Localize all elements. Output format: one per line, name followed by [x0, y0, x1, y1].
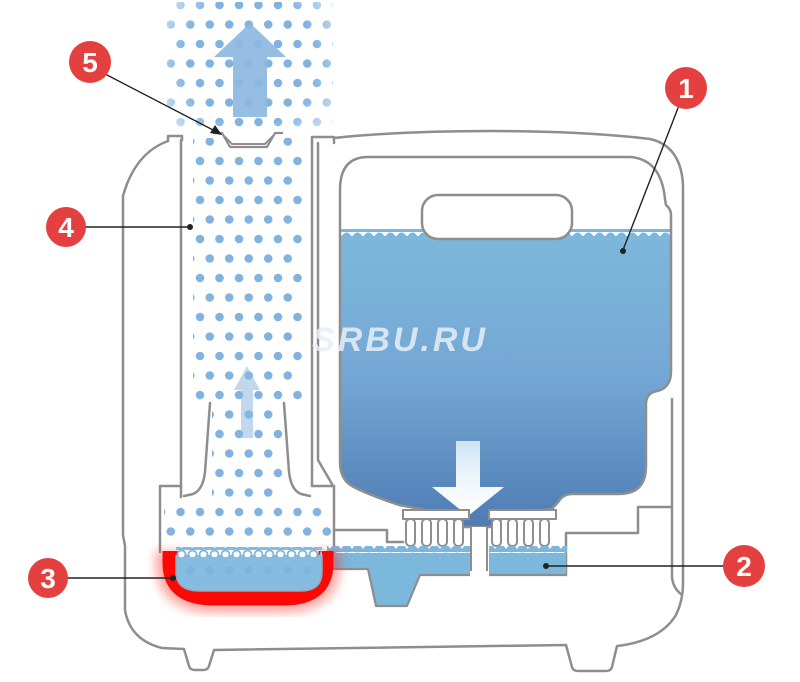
- callout-4: 4: [46, 207, 193, 247]
- callout-3-badge: [28, 558, 68, 598]
- valve-rib: [507, 518, 518, 547]
- callout-1-number: 1: [678, 73, 694, 104]
- steam-column: [164, 138, 332, 546]
- valve-rib: [421, 518, 432, 547]
- valve-stem-gap: [471, 527, 487, 571]
- callout-3: 3: [28, 558, 176, 598]
- heating-basin: [155, 547, 341, 613]
- mist-outlet-inner-line: [223, 135, 274, 145]
- valve-stem-walls: [470, 527, 488, 571]
- steam-up-arrow: [214, 23, 286, 117]
- tank-handle: [420, 193, 574, 241]
- valve-rib: [523, 518, 534, 547]
- mist-outlet-body: [213, 132, 283, 150]
- riser-right-wall: [282, 401, 312, 498]
- valve-flange-left: [402, 509, 470, 520]
- callout-5-arrowhead: [210, 125, 222, 135]
- down-arrow-shaft: [456, 441, 480, 487]
- channel-surface-right: [489, 546, 567, 554]
- callout-4-number: 4: [58, 212, 74, 243]
- callout-2-endpoint: [543, 563, 549, 569]
- left-rim-tab: [166, 134, 184, 143]
- valve-rib: [453, 518, 464, 547]
- water-tank: [338, 155, 673, 529]
- callout-2-badge: [723, 545, 765, 587]
- callout-2: 2: [543, 545, 765, 587]
- valve-platform: [332, 528, 405, 544]
- callout-1: 1: [620, 67, 707, 254]
- callout-5: 5: [69, 41, 222, 135]
- callout-5-number: 5: [82, 47, 98, 78]
- tank-flow-down-arrow: [432, 441, 504, 516]
- callout-2-number: 2: [736, 551, 752, 582]
- callout-4-endpoint: [187, 224, 193, 230]
- chimney-steam-dots: [193, 138, 303, 404]
- channel-water-left: [326, 553, 470, 606]
- callout-1-leader: [622, 107, 679, 251]
- channel-water-right: [489, 553, 566, 574]
- water-channel: [326, 527, 567, 608]
- basin-steam-dots: [164, 498, 332, 546]
- body-outline: [121, 129, 685, 673]
- callout-4-badge: [46, 207, 86, 247]
- callout-1-badge: [665, 67, 707, 109]
- steam-plume: [167, 2, 333, 133]
- valve-rib: [491, 518, 502, 547]
- tank-water: [340, 236, 671, 527]
- riser-left-wall: [182, 401, 212, 498]
- channel-floor-left: [330, 567, 470, 608]
- basin-water-steam-dots: [182, 558, 314, 584]
- valve-rib: [437, 518, 448, 547]
- channel-step-right: [564, 505, 673, 577]
- tank-valve: [402, 509, 557, 547]
- chimney-up-arrow: [234, 366, 260, 438]
- right-rim-tab: [310, 135, 336, 145]
- mist-outlet: [213, 131, 283, 150]
- callout-5-leader: [106, 74, 216, 132]
- valve-rib: [539, 518, 550, 547]
- callout-3-endpoint: [170, 575, 176, 581]
- callout-5-badge: [69, 41, 111, 83]
- callouts: 5 4 3 1 2: [28, 41, 765, 598]
- callout-1-endpoint: [620, 248, 626, 254]
- down-arrow-head: [432, 487, 504, 516]
- valve-flange-right: [488, 509, 557, 520]
- valve-rib: [405, 518, 416, 547]
- body-shell: [121, 129, 685, 673]
- chamber-right-wall: [670, 397, 683, 596]
- basin-boiling-surface: [176, 547, 322, 557]
- chamber-left-wall: [316, 141, 334, 486]
- callout-3-number: 3: [40, 563, 56, 594]
- watermark: SRBU.RU: [312, 321, 488, 359]
- channel-surface-left: [327, 546, 470, 554]
